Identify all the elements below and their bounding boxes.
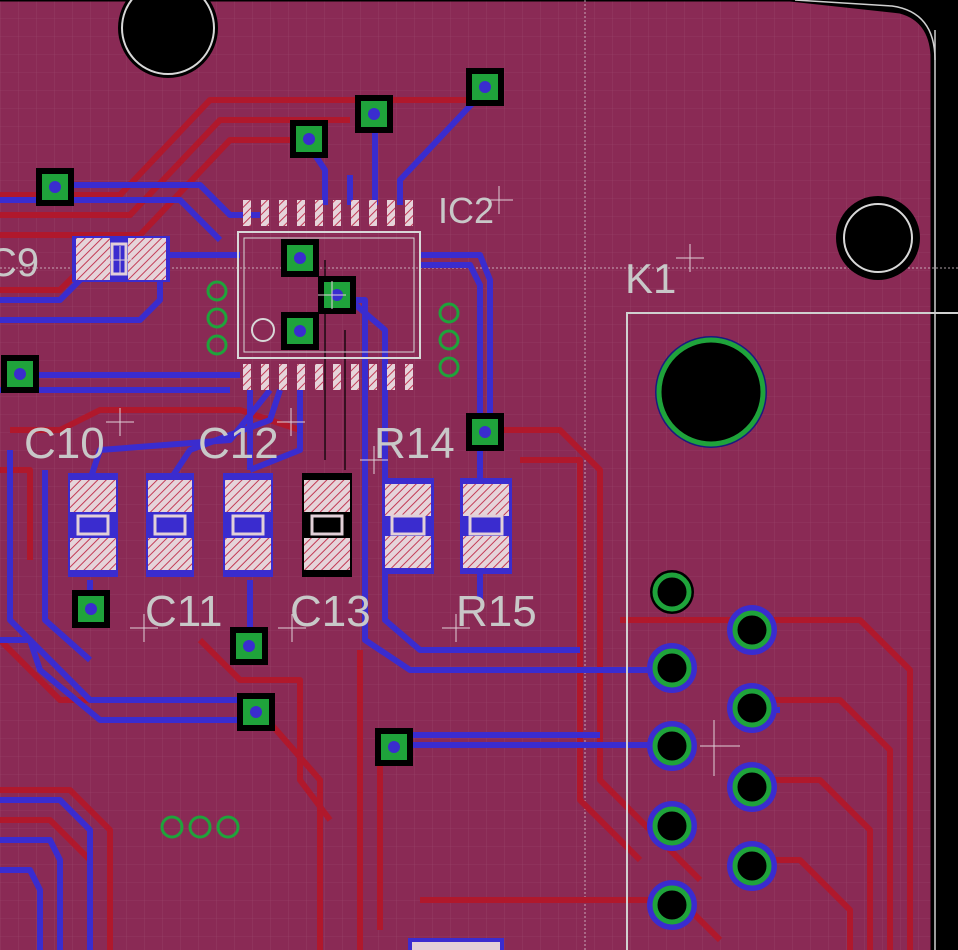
via-icon[interactable] — [466, 68, 504, 106]
smd-pad-icon[interactable] — [302, 473, 352, 577]
connector-k1[interactable] — [626, 312, 958, 950]
via-icon[interactable] — [727, 841, 777, 891]
smd-pad-icon[interactable] — [72, 236, 170, 282]
label-c10: C10 — [24, 419, 105, 468]
via-icon[interactable] — [647, 801, 697, 851]
via-icon[interactable] — [281, 312, 319, 350]
via-icon[interactable] — [355, 95, 393, 133]
smd-pad-icon[interactable] — [223, 473, 273, 577]
via-icon[interactable] — [237, 693, 275, 731]
ic2-bottom-pads — [243, 364, 413, 390]
via-icon[interactable] — [466, 413, 504, 451]
label-k1: K1 — [625, 255, 676, 302]
test-point-group[interactable] — [160, 815, 240, 839]
silkscreen-labels: C9 IC2 K1 C10 C12 R14 C11 C13 R15 — [0, 190, 676, 636]
ic2-footprint[interactable] — [237, 200, 421, 390]
via-icon[interactable] — [72, 590, 110, 628]
label-c9: C9 — [0, 241, 39, 285]
via-icon[interactable] — [647, 880, 697, 930]
via-icon[interactable] — [650, 570, 694, 614]
test-point-group[interactable] — [206, 280, 228, 356]
via-icon[interactable] — [290, 120, 328, 158]
smd-pad-icon[interactable] — [408, 938, 504, 950]
smd-pad-icon[interactable] — [68, 473, 118, 577]
smd-pad-icon[interactable] — [382, 478, 434, 574]
label-c13: C13 — [290, 587, 371, 636]
label-r15: R15 — [456, 587, 537, 636]
label-c11: C11 — [145, 587, 222, 636]
via-icon[interactable] — [647, 721, 697, 771]
mounting-hole-icon[interactable] — [836, 196, 920, 280]
smd-pad-icon[interactable] — [460, 478, 512, 574]
ic2-top-pads — [243, 200, 413, 226]
mounting-hole-icon — [655, 336, 767, 448]
via-icon[interactable] — [647, 643, 697, 693]
label-c12: C12 — [198, 419, 279, 468]
label-r14: R14 — [374, 419, 455, 468]
via-icon[interactable] — [375, 728, 413, 766]
label-ic2: IC2 — [438, 190, 494, 231]
via-icon[interactable] — [727, 683, 777, 733]
via-icon[interactable] — [727, 605, 777, 655]
test-point-group[interactable] — [438, 302, 460, 378]
via-icon[interactable] — [230, 627, 268, 665]
connector-pins[interactable] — [647, 570, 777, 930]
vias[interactable] — [1, 68, 504, 766]
via-icon[interactable] — [281, 239, 319, 277]
smd-pad-icon[interactable] — [146, 473, 194, 577]
via-icon[interactable] — [36, 168, 74, 206]
origin-cross-icon — [106, 186, 740, 776]
via-icon[interactable] — [727, 762, 777, 812]
mounting-hole-icon[interactable] — [118, 0, 218, 78]
copper-pour — [0, 0, 936, 950]
via-icon[interactable] — [1, 355, 39, 393]
